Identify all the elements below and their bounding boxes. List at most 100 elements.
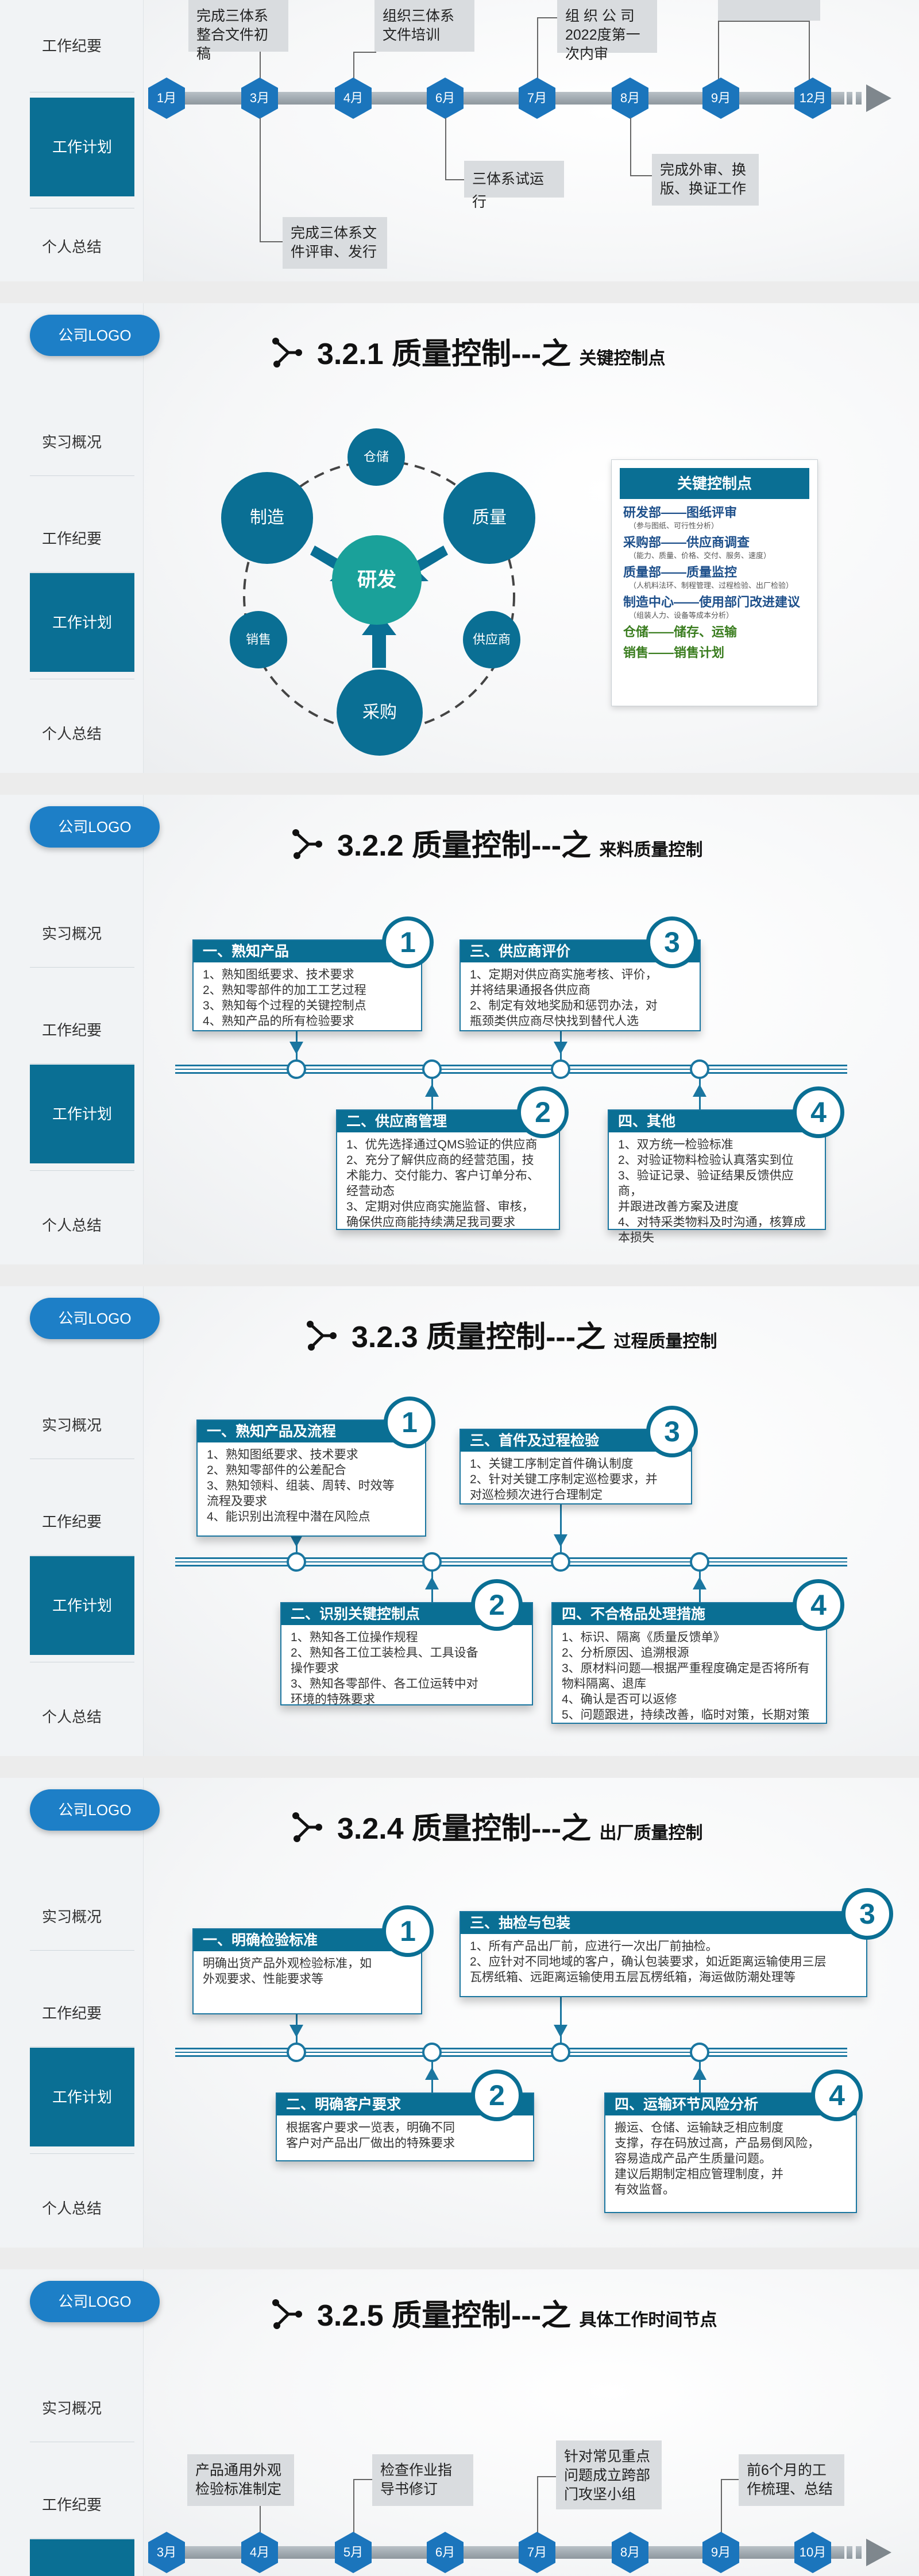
sidebar-item-overview[interactable]: 实习概况 <box>41 925 102 942</box>
sidebar-item-overview[interactable]: 实习概况 <box>41 1417 102 1434</box>
nodes-icon <box>270 2298 302 2338</box>
rail-node <box>551 1552 570 1572</box>
timeline-box: 完成外审、换版、换证工作 <box>652 154 759 206</box>
card-line: 搬运、仓储、运输缺乏相应制度 <box>615 2121 783 2134</box>
card-line: 术能力、交付能力、客户订单分布、 <box>346 1169 539 1182</box>
month-marker: 6月 <box>427 2532 464 2573</box>
step-number-badge: 3 <box>646 916 698 968</box>
card-line: 建议后期制定相应管理制度，并 <box>615 2168 783 2181</box>
slide-key-control-points: 实习概况 工作纪要 工作计划 个人总结 公司LOGO 3.2.1 质量控制---… <box>0 303 919 773</box>
card-line: 外观要求、性能要求等 <box>203 1972 323 1986</box>
sidebar-item-plan[interactable]: 工作计划 <box>30 1065 134 1163</box>
sidebar: 实习概况 工作纪要 工作计划 个人总结 <box>0 1286 144 1756</box>
card-line: 瓶颈类供应商尽快找到替代人选 <box>470 1015 639 1028</box>
card-header: 四、其他 <box>609 1111 825 1132</box>
card-line: 支撑，存在码放过高，产品易倒风险， <box>615 2137 820 2150</box>
slide-work-timeline: 实习概况 工作纪要 公司LOGO 3.2.5 质量控制---之 具体工作时间节点… <box>0 2269 919 2576</box>
sidebar-item-overview[interactable]: 实习概况 <box>41 1908 102 1925</box>
card-line: 根据客户要求一览表，明确不同 <box>286 2121 455 2134</box>
nodes-icon <box>290 1811 322 1851</box>
sidebar-item-plan[interactable] <box>30 2539 134 2576</box>
timeline-box: 完成三体系文件评审、发行 <box>283 217 387 269</box>
card-c3: 三、抽检与包装 1、所有产品出厂前，应进行一次出厂前抽检。2、应针对不同地域的客… <box>460 1911 867 1997</box>
sidebar-item-summary[interactable]: 个人总结 <box>41 1217 102 1234</box>
timeline-rail <box>155 2546 844 2559</box>
card-line: 流程及要求 <box>207 1495 267 1508</box>
month-marker: 4月 <box>335 78 372 119</box>
step-number-badge: 4 <box>793 1579 844 1631</box>
company-logo: 公司LOGO <box>30 315 160 356</box>
sidebar-item-plan[interactable]: 工作计划 <box>30 1556 134 1655</box>
rail-node <box>287 1059 306 1079</box>
sidebar-item-review[interactable]: 工作纪要 <box>41 1513 102 1530</box>
rail-node <box>287 1552 306 1572</box>
sidebar-item-plan[interactable]: 工作计划 <box>30 98 134 196</box>
sidebar-item-summary[interactable]: 个人总结 <box>41 238 102 256</box>
card-line: 客户对产品出厂做出的特殊要求 <box>286 2137 455 2150</box>
sidebar-item-summary[interactable]: 个人总结 <box>41 1708 102 1726</box>
nodes-icon <box>304 1320 337 1359</box>
card-line: 2、熟知零部件的加工工艺过程 <box>203 984 366 997</box>
company-logo: 公司LOGO <box>30 1298 160 1339</box>
card-header: 四、运输环节风险分析 <box>605 2094 856 2115</box>
card-body: 1、所有产品出厂前，应进行一次出厂前抽检。2、应针对不同地域的客户，确认包装要求… <box>461 1934 866 1990</box>
card-line: 3、验证记录、验证结果反馈供应商， <box>618 1169 794 1198</box>
card-line: 3、熟知各零部件、各工位运转中对 <box>291 1677 478 1691</box>
node-cangchu: 仓储 <box>347 428 405 486</box>
card-line: 2、熟知各工位工装检具、工具设备 <box>291 1646 478 1660</box>
card-line: 1、标识、隔离《质量反馈单》 <box>562 1631 725 1644</box>
card-line: 确保供应商能持续满足我司要求 <box>346 1216 515 1229</box>
sidebar-item-plan[interactable]: 工作计划 <box>30 2048 134 2146</box>
sidebar-item-overview[interactable]: 实习概况 <box>41 2400 102 2417</box>
card-line: 4、确认是否可以返修 <box>562 1693 677 1706</box>
sidebar-item-review[interactable]: 工作纪要 <box>41 1022 102 1039</box>
sidebar: 实习概况 工作纪要 工作计划 个人总结 <box>0 795 144 1264</box>
rail-node <box>551 2043 570 2062</box>
rail-node <box>422 1059 442 1079</box>
step-number-badge: 2 <box>471 2070 523 2121</box>
timeline-box: 产品通用外观检验标准制定 <box>187 2454 294 2506</box>
sidebar-item-summary[interactable]: 个人总结 <box>41 725 102 742</box>
step-number-badge: 3 <box>841 1888 893 1940</box>
sidebar-item-review[interactable]: 工作纪要 <box>41 2005 102 2022</box>
step-number-badge: 2 <box>471 1579 523 1631</box>
node-zhiliang: 质量 <box>443 472 535 564</box>
card-line: 4、能识别出流程中潜在风险点 <box>207 1510 370 1523</box>
step-number-badge: 1 <box>382 916 434 968</box>
process-rail <box>175 2048 847 2057</box>
page-title: 3.2.1 质量控制---之 关键控制点 <box>270 330 666 376</box>
node-gongying: 供应商 <box>463 611 520 668</box>
card-line: 环境的特殊要求 <box>291 1693 375 1706</box>
rail-node <box>422 1552 442 1572</box>
node-zhizao: 制造 <box>221 472 313 564</box>
timeline-box: 针对常见重点问题成立跨部门攻坚小组 <box>556 2440 662 2509</box>
card-line: 对巡检频次进行合理制定 <box>470 1488 603 1502</box>
card-line: 1、关键工序制定首件确认制度 <box>470 1457 634 1471</box>
step-number-badge: 1 <box>382 1905 434 1957</box>
sidebar-item-review[interactable]: 工作纪要 <box>41 2496 102 2513</box>
company-logo: 公司LOGO <box>30 1789 160 1831</box>
month-marker: 6月 <box>427 78 464 119</box>
card-line: 2、熟知零部件的公差配合 <box>207 1464 346 1477</box>
rail-node <box>422 2043 442 2062</box>
rail-node <box>690 1552 709 1572</box>
sidebar-item-review[interactable]: 工作纪要 <box>41 37 102 55</box>
timeline-box: 三体系试运行 <box>464 161 564 210</box>
process-rail <box>175 1557 847 1567</box>
timeline-rail <box>155 92 844 105</box>
timeline-arrow <box>866 84 891 112</box>
sidebar-item-review[interactable]: 工作纪要 <box>41 530 102 547</box>
card-body: 搬运、仓储、运输缺乏相应制度支撑，存在码放过高，产品易倒风险，容易造成产品产生质… <box>605 2115 856 2202</box>
card-line: 2、应针对不同地域的客户，确认包装要求，如近距离运输使用三层 <box>470 1955 827 1968</box>
card-line: 1、熟知图纸要求、技术要求 <box>207 1448 358 1461</box>
sidebar-item-summary[interactable]: 个人总结 <box>41 2200 102 2217</box>
sidebar-item-plan[interactable]: 工作计划 <box>30 573 134 672</box>
sidebar-item-overview[interactable]: 实习概况 <box>41 434 102 451</box>
card-line: 3、原材料问题—根据严重程度确定是否将所有 <box>562 1662 810 1675</box>
